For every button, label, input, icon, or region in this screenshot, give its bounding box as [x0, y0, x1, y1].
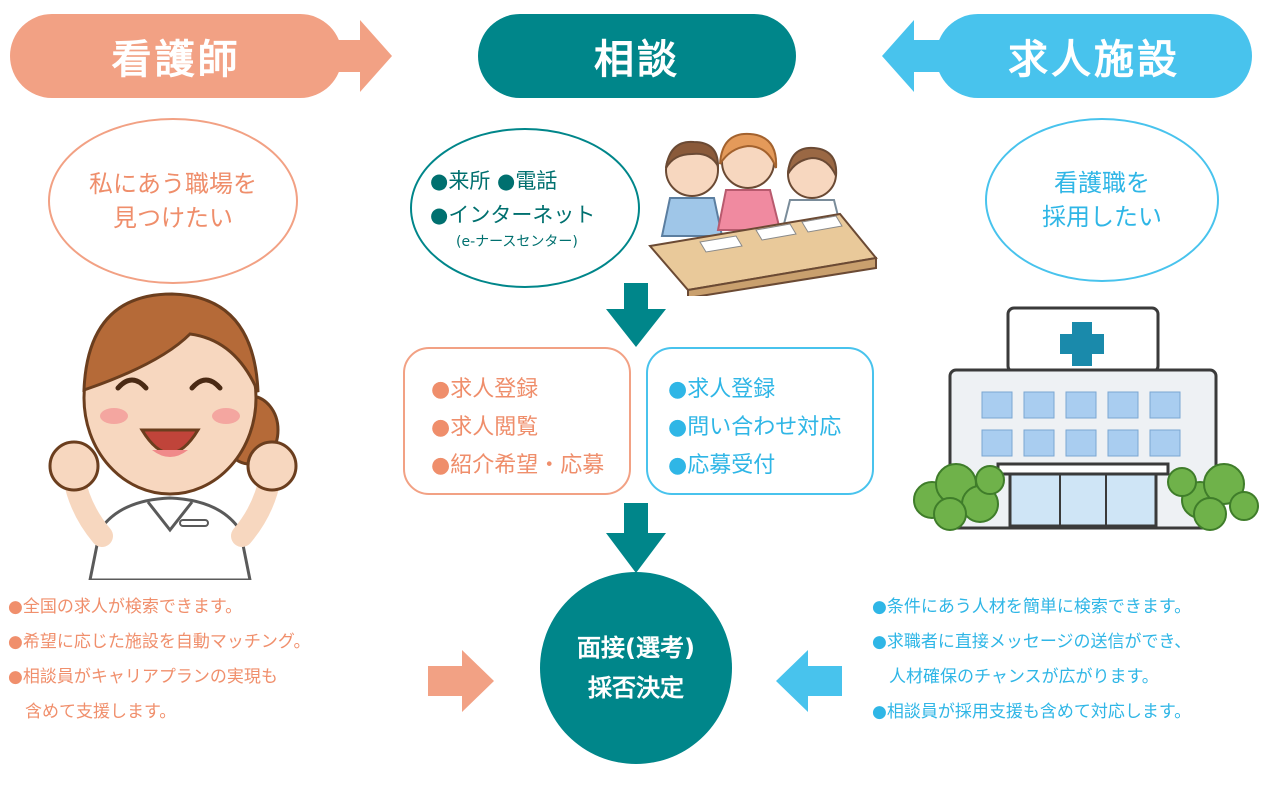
facility-benefit-item: ●求職者に直接メッセージの送信ができ、 [872, 632, 1192, 652]
facility-benefit-item: ●相談員が採用支援も含めて対応します。 [872, 702, 1192, 722]
facility-benefit-item: 人材確保のチャンスが広がります。 [872, 667, 1159, 687]
nurse-benefit-item: ●希望に応じた施設を自動マッチング。 [8, 632, 311, 652]
facility-service-item: ●求人登録 [668, 377, 776, 402]
facility-services-box: ●求人登録 ●問い合わせ対応 ●応募受付 [646, 347, 874, 495]
nurse-wish-line: 私にあう職場を [89, 170, 257, 198]
facility-wish-line: 看護職を [1054, 169, 1150, 197]
nurse-benefit-item: ●全国の求人が検索できます。 [8, 597, 243, 617]
result-circle: 面接(選考) 採否決定 [540, 572, 732, 764]
nurse-services-box: ●求人登録 ●求人閲覧 ●紹介希望・応募 [403, 347, 631, 495]
arrow-left-icon [882, 20, 944, 92]
arrow-down-icon [606, 503, 666, 573]
person-man-icon [660, 140, 724, 237]
arrow-left-icon [776, 650, 842, 712]
arrow-down-icon [606, 283, 666, 347]
facility-service-item: ●応募受付 [668, 453, 776, 478]
nurse-wish-line: 見つけたい [113, 204, 233, 232]
consult-method-line: ●インターネット [430, 203, 596, 227]
facility-benefit-item: ●条件にあう人材を簡単に検索できます。 [872, 597, 1192, 617]
hospital-illustration [913, 306, 1259, 531]
consult-method-line: ●来所 ●電話 [430, 169, 558, 193]
arrow-right-icon [428, 650, 494, 712]
nurse-service-item: ●求人閲覧 [431, 415, 539, 440]
nurse-benefit-item: 含めて支援します。 [8, 702, 177, 722]
facility-benefits-list: ●条件にあう人材を簡単に検索できます。 ●求職者に直接メッセージの送信ができ、 … [872, 590, 1191, 730]
facility-wish-line: 採用したい [1042, 203, 1162, 231]
nurse-header: 看護師 [10, 14, 342, 98]
nurse-benefit-item: ●相談員がキャリアプランの実現も [8, 667, 278, 687]
nurse-benefits-list: ●全国の求人が検索できます。 ●希望に応じた施設を自動マッチング。 ●相談員がキ… [8, 590, 310, 730]
result-line: 採否決定 [588, 674, 684, 702]
nurse-service-item: ●紹介希望・応募 [431, 453, 605, 478]
nurse-header-label: 看護師 [111, 37, 241, 83]
facility-header: 求人施設 [936, 14, 1252, 98]
result-line: 面接(選考) [577, 634, 695, 662]
consult-method-note: (e-ナースセンター) [456, 234, 578, 250]
nurse-wish-bubble: 私にあう職場を 見つけたい [48, 118, 298, 284]
consult-header-label: 相談 [594, 37, 680, 83]
facility-service-item: ●問い合わせ対応 [668, 415, 842, 440]
meeting-illustration [648, 132, 878, 296]
nurse-illustration [48, 292, 298, 580]
facility-header-label: 求人施設 [1008, 37, 1180, 83]
person-woman-icon [716, 132, 782, 231]
consult-header: 相談 [478, 14, 796, 98]
arrow-right-icon [332, 20, 392, 92]
facility-wish-bubble: 看護職を 採用したい [985, 118, 1219, 282]
nurse-service-item: ●求人登録 [431, 377, 539, 402]
consult-methods-oval: ●来所 ●電話 ●インターネット (e-ナースセンター) [410, 128, 640, 288]
